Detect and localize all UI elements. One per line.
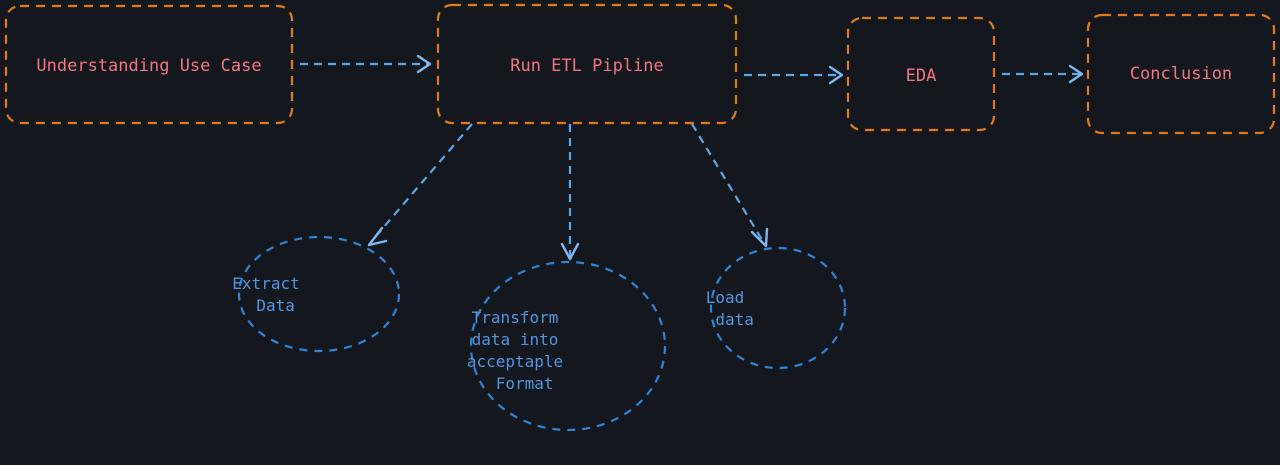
edge-etl-to-transform[interactable] bbox=[560, 124, 580, 261]
node-extract-data-line-0: Extract bbox=[232, 274, 299, 293]
node-run-etl-pipline-label: Run ETL Pipline bbox=[510, 56, 664, 76]
node-transform-data-label: Transform data into acceptaple Format bbox=[467, 308, 669, 393]
stage-node-group: Extract Data Transform data into accepta… bbox=[232, 235, 851, 432]
node-understanding-use-case-label: Understanding Use Case bbox=[36, 56, 261, 76]
node-eda-label: EDA bbox=[906, 66, 937, 86]
node-transform-data-line-0: Transform bbox=[472, 308, 559, 327]
edge-etl-to-load[interactable] bbox=[691, 123, 769, 248]
node-eda-shape bbox=[846, 16, 996, 132]
edge-etl-to-extract-line bbox=[370, 123, 473, 243]
node-understanding-use-case[interactable]: Understanding Use Case bbox=[4, 4, 294, 125]
node-transform-data[interactable]: Transform data into acceptaple Format bbox=[467, 260, 669, 432]
node-transform-data-line-3: Format bbox=[496, 374, 554, 393]
edge-usecase-to-etl-arrowhead bbox=[416, 54, 432, 74]
edge-usecase-to-etl[interactable] bbox=[300, 54, 432, 74]
edge-eda-to-conclusion-arrowhead bbox=[1068, 64, 1084, 84]
node-load-data-label: Load data bbox=[706, 288, 851, 329]
node-load-data-line-0: Load bbox=[706, 288, 745, 307]
node-load-data[interactable]: Load data bbox=[706, 246, 851, 370]
node-run-etl-pipline-shape bbox=[436, 3, 738, 125]
node-conclusion-label: Conclusion bbox=[1130, 64, 1232, 84]
node-conclusion-shape bbox=[1086, 13, 1276, 135]
node-transform-data-line-1: data into bbox=[472, 330, 559, 349]
edge-etl-to-transform-arrowhead bbox=[560, 242, 580, 261]
edge-etl-to-extract[interactable] bbox=[367, 123, 473, 247]
node-conclusion[interactable]: Conclusion bbox=[1086, 13, 1276, 135]
process-node-group: Understanding Use Case Run ETL Pipline E… bbox=[4, 3, 1276, 135]
node-run-etl-pipline[interactable]: Run ETL Pipline bbox=[436, 3, 738, 125]
edge-etl-to-load-line bbox=[691, 123, 765, 244]
node-transform-data-line-2: acceptaple bbox=[467, 352, 563, 371]
node-transform-data-shape bbox=[469, 260, 667, 432]
node-eda[interactable]: EDA bbox=[846, 16, 996, 132]
node-load-data-line-1: data bbox=[715, 310, 754, 329]
node-understanding-use-case-shape bbox=[4, 4, 294, 125]
node-extract-data[interactable]: Extract Data bbox=[232, 235, 405, 353]
node-load-data-shape bbox=[709, 246, 847, 370]
edge-etl-to-extract-arrowhead bbox=[367, 226, 388, 247]
edge-etl-to-eda-arrowhead bbox=[828, 65, 844, 85]
node-extract-data-line-1: Data bbox=[256, 296, 295, 315]
node-extract-data-label: Extract Data bbox=[232, 274, 405, 315]
edge-etl-to-eda[interactable] bbox=[744, 65, 844, 85]
edge-group bbox=[300, 54, 1084, 261]
edge-etl-to-load-arrowhead bbox=[750, 227, 769, 248]
node-extract-data-shape bbox=[237, 235, 401, 353]
edge-eda-to-conclusion[interactable] bbox=[1002, 64, 1084, 84]
